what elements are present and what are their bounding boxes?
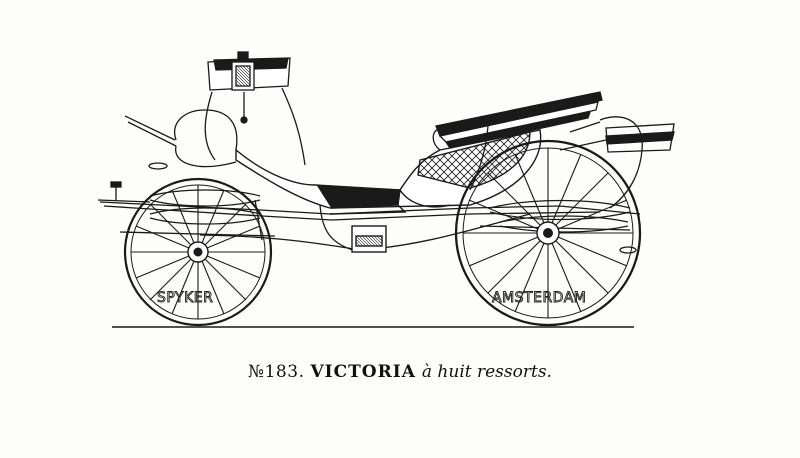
rear-wheel-lettering: AMSTERDAM [492,290,586,306]
rear-wheel [454,139,642,327]
rear-seat [559,116,675,254]
drivers-box [204,51,306,166]
carriage-body [235,129,542,253]
pole-stub [97,181,151,203]
front-dashboard [124,109,238,170]
plate-title: VICTORIA [310,362,416,382]
front-wheel [123,177,273,327]
plate-subtitle: à huit ressorts. [421,362,552,382]
plate-number: №183. [248,362,305,382]
front-wheel-lettering: SPYKER [157,290,213,306]
folding-hood [432,91,603,191]
